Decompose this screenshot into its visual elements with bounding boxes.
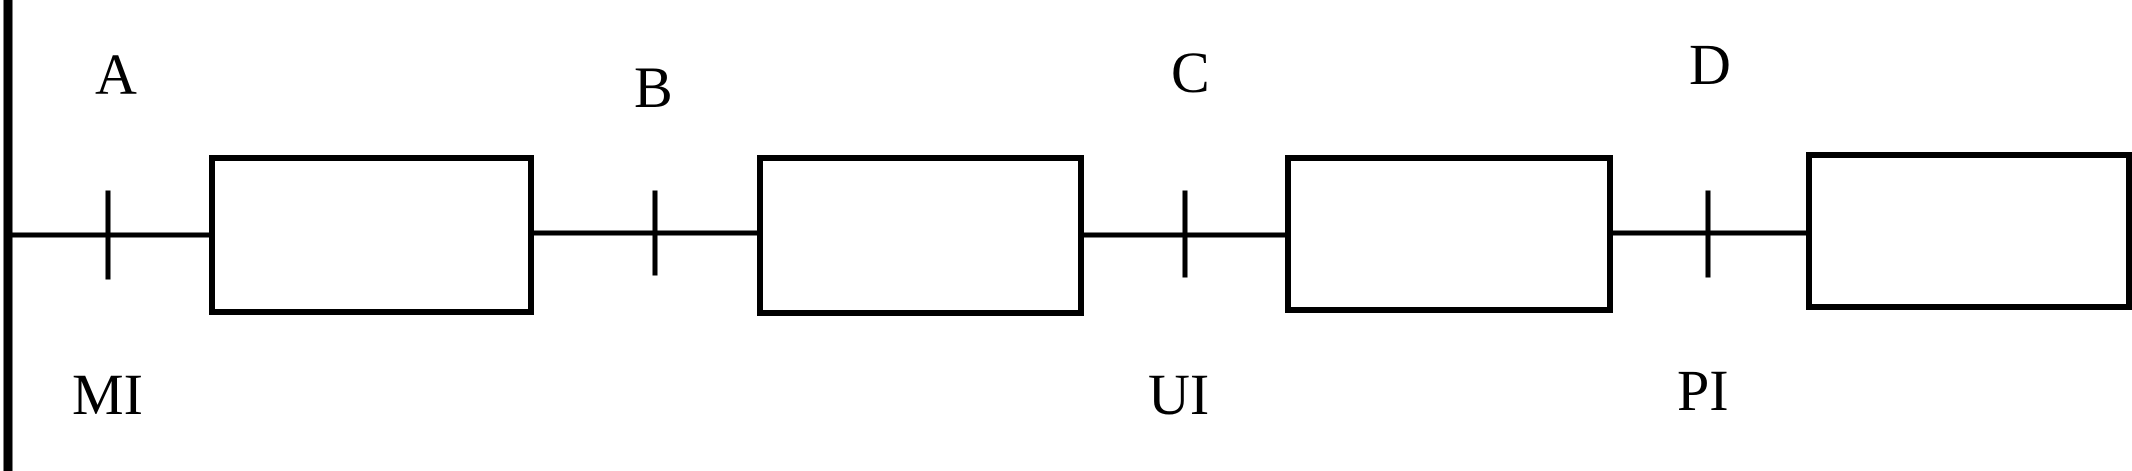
component-box-3	[1285, 155, 1613, 313]
point-label-c: C	[1171, 40, 1210, 105]
indicator-label-mi: MI	[72, 362, 143, 427]
indicator-label-pi: PI	[1677, 358, 1729, 423]
point-label-b: B	[634, 55, 673, 120]
point-label-a: A	[95, 42, 137, 107]
component-box-4	[1806, 152, 2132, 310]
component-box-2	[757, 155, 1084, 316]
component-box-1	[209, 155, 534, 315]
point-label-d: D	[1689, 32, 1731, 97]
indicator-label-ui: UI	[1148, 362, 1209, 427]
